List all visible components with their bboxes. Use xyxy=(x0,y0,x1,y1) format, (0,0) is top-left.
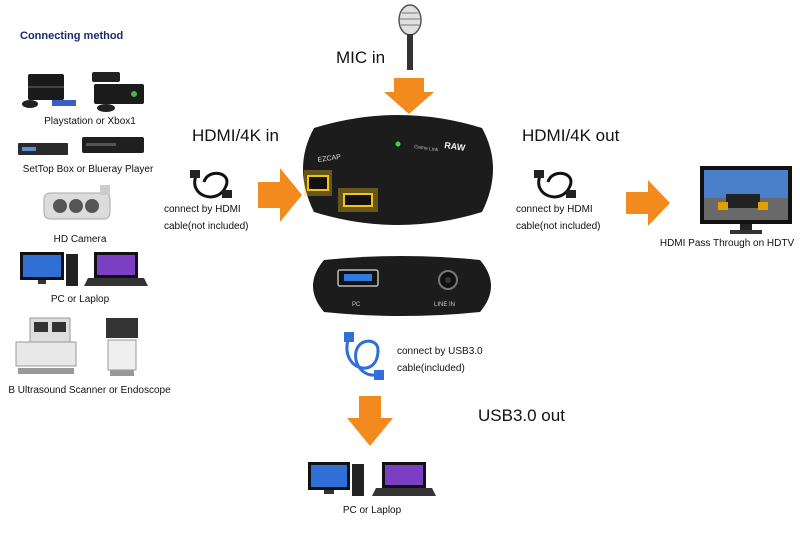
hdmi-out-line2: cable(not included) xyxy=(516,221,601,232)
microphone-icon xyxy=(398,4,422,70)
settop-box-icon xyxy=(18,137,144,155)
usb-line2: cable(included) xyxy=(397,363,465,374)
source-label-scanner: B Ultrasound Scanner or Endoscope xyxy=(8,385,171,396)
usb-cable-icon xyxy=(344,332,384,380)
hdtv-label: HDMI Pass Through on HDTV xyxy=(659,238,795,249)
diagram-heading: Connecting method xyxy=(20,30,124,42)
source-label-pc: PC or Laplop xyxy=(50,294,110,305)
hdmi-out-title: HDMI/4K out xyxy=(522,126,620,145)
output-pc-laptop-icon xyxy=(308,462,436,496)
pc-laptop-icon xyxy=(20,252,148,286)
arrow-right-in xyxy=(258,168,302,222)
camera-icon xyxy=(43,185,111,220)
hdmi-cable-icon xyxy=(190,170,232,199)
arrow-right-out xyxy=(626,180,670,226)
capture-device: EZCAP RAW Game Link xyxy=(303,115,493,225)
device-brand: EZCAP xyxy=(317,154,341,164)
source-label-settop: SetTop Box or Blueray Player xyxy=(22,164,154,175)
medical-scanner-icon xyxy=(15,317,138,376)
port-label-line-in: LINE IN xyxy=(434,302,455,308)
device-sub: Game Link xyxy=(414,144,439,153)
hdmi-in-line1: connect by HDMI xyxy=(164,204,241,215)
mic-in-label: MIC in xyxy=(336,48,386,67)
usb-out-title: USB3.0 out xyxy=(478,406,565,425)
output-label: PC or Laplop xyxy=(342,505,402,516)
source-label-console: Playstation or Xbox1 xyxy=(44,116,136,127)
arrow-down-usb xyxy=(347,396,393,446)
game-console-icon xyxy=(22,72,144,112)
capture-device-back: PC LINE IN xyxy=(313,256,491,316)
device-model: RAW xyxy=(444,140,467,153)
source-label-camera: HD Camera xyxy=(53,234,107,245)
arrow-down-mic xyxy=(384,78,434,114)
hdmi-in-title: HDMI/4K in xyxy=(192,126,279,145)
usb-line1: connect by USB3.0 xyxy=(397,346,483,357)
hdmi-cable-out-icon xyxy=(534,170,576,199)
port-label-pc: PC xyxy=(352,302,361,308)
hdtv-icon xyxy=(700,166,792,234)
hdmi-out-line1: connect by HDMI xyxy=(516,204,593,215)
hdmi-in-line2: cable(not included) xyxy=(164,221,249,232)
